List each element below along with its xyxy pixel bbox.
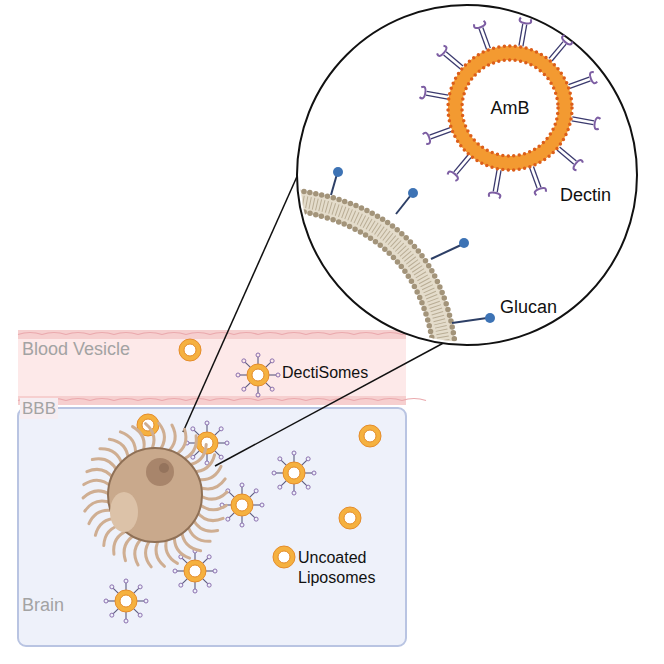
vessel-wall	[18, 330, 426, 405]
dectisome	[236, 353, 280, 397]
barrier-label: BBB	[20, 398, 58, 419]
uncoated-liposome	[179, 339, 201, 361]
glucan-label: Glucan	[500, 296, 557, 319]
glucan	[331, 167, 495, 323]
drug-label: AmB	[490, 98, 529, 119]
magnifier-circle	[297, 5, 637, 345]
uncoated-liposome	[273, 546, 295, 568]
cell-membrane	[292, 190, 456, 352]
brain-region	[18, 408, 406, 646]
particle-label: Uncoated Liposomes	[298, 548, 398, 588]
amb-liposome: AmB	[440, 38, 580, 178]
particle-label: DectiSomes	[282, 363, 368, 383]
dectisome	[272, 451, 316, 495]
uncoated-liposome	[359, 425, 381, 447]
region-label: Blood Vesicle	[22, 339, 130, 360]
dectisome	[173, 549, 217, 593]
dectisome	[104, 579, 148, 623]
dectisome	[185, 421, 229, 465]
receptor-label: Dectin	[560, 184, 611, 207]
zoom-line	[183, 172, 299, 432]
fungal-cell	[83, 423, 227, 567]
brain-region: Brain	[18, 408, 406, 646]
uncoated-liposome	[339, 507, 361, 529]
zoom-line	[215, 340, 449, 466]
dectin-spikes	[420, 18, 601, 199]
region-label: Brain	[22, 595, 64, 616]
